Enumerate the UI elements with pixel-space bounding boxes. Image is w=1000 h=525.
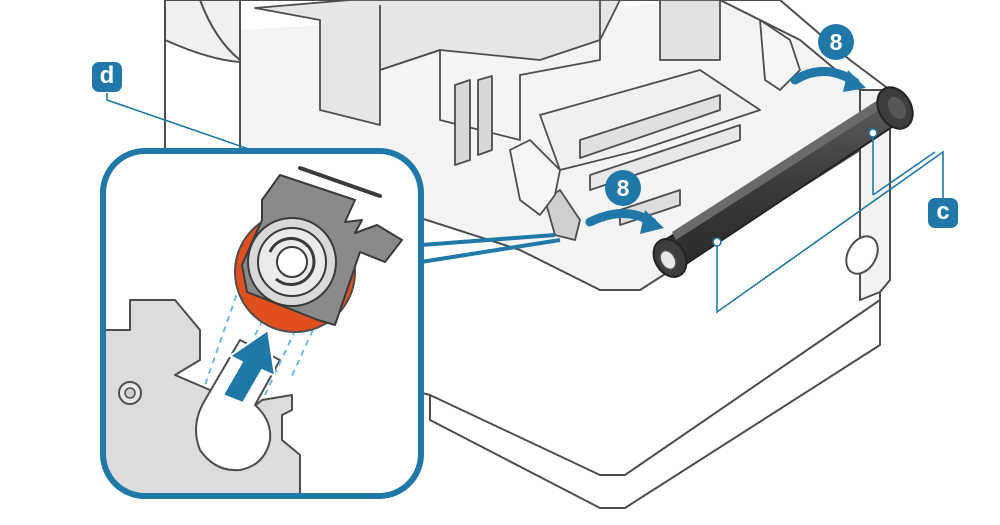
- platen-roller: [652, 86, 914, 278]
- step-number-top: 8: [818, 24, 854, 60]
- callout-label-d: d: [92, 62, 122, 92]
- inset-connector: [420, 233, 561, 264]
- label-c-leader: [716, 133, 944, 314]
- detail-inset: [100, 148, 424, 499]
- step-number-middle: 8: [605, 170, 641, 206]
- left-hinge-arm: [164, 0, 241, 63]
- internal-mechanism: [254, 0, 801, 241]
- label-d-leader: [106, 93, 296, 166]
- inset-insert-arrow: [222, 329, 276, 404]
- side-button: [845, 235, 879, 275]
- callout-label-c: c: [928, 198, 958, 228]
- inset-frame: [100, 148, 424, 499]
